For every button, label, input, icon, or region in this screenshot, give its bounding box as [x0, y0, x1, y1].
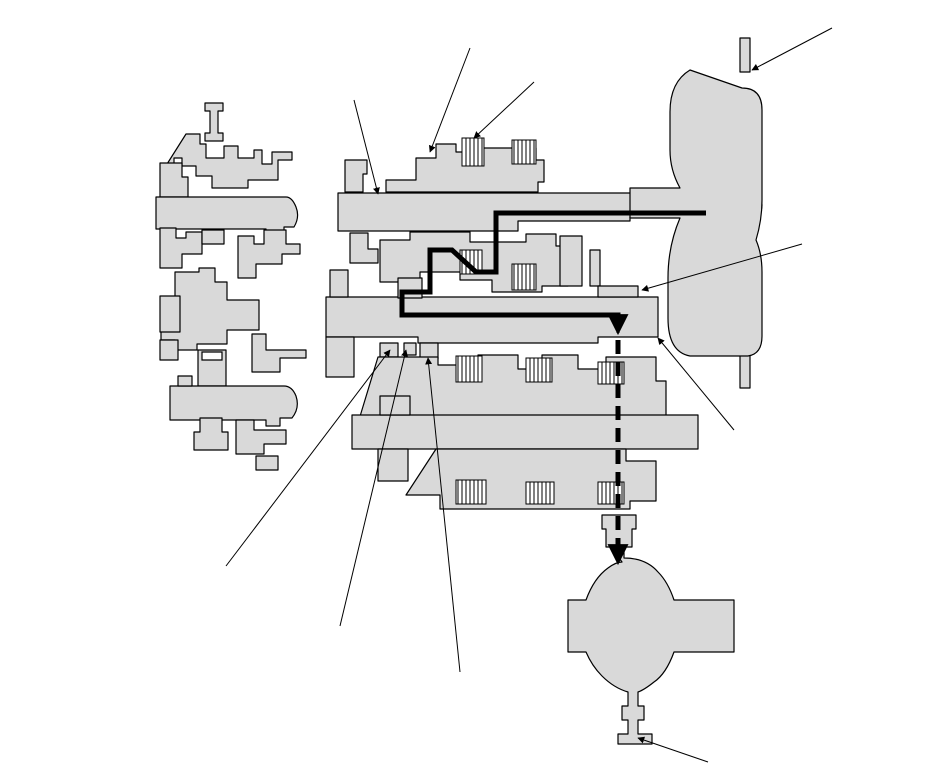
leader-line-clutch-mid [339, 349, 408, 627]
leader-line-final-drive [637, 736, 709, 763]
leader-line-clutch-left [225, 349, 391, 567]
counter-shaft [325, 296, 659, 344]
leader-line-upper-gear [428, 47, 471, 153]
leader-line-clutch-right [425, 357, 461, 673]
power-flow-path [399, 210, 706, 566]
leader-line-torque-converter [751, 27, 833, 71]
leader-line-main-shaft [353, 99, 380, 195]
leader-line-counter-gear [641, 243, 803, 292]
output-shaft [351, 414, 699, 450]
leader-line-counter-shaft [657, 337, 735, 431]
left-shaft-assembly [155, 102, 307, 471]
leader-lines [225, 27, 833, 763]
power-flow-solid [399, 210, 706, 330]
leader-line-upper-gear-teeth [473, 81, 535, 139]
main-transmission [325, 137, 763, 510]
differential [567, 514, 735, 745]
